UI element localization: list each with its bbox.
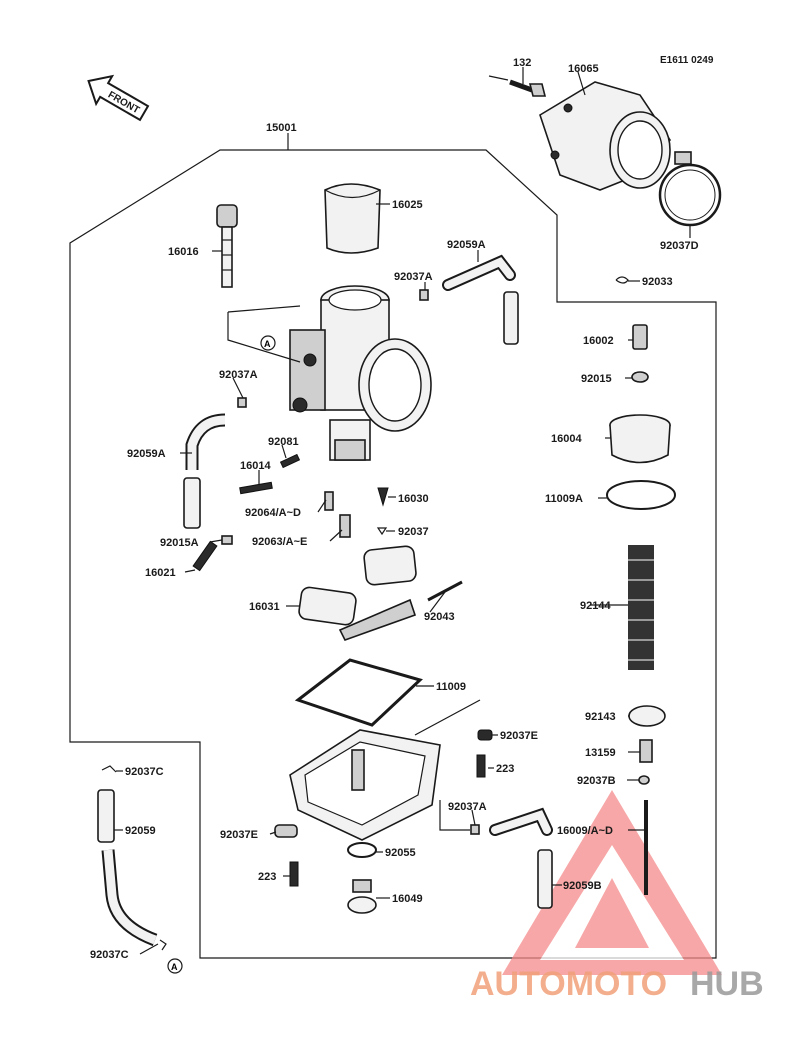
- spring-92081: [279, 453, 301, 469]
- callout-132: 132: [513, 57, 531, 69]
- callout-92143: 92143: [585, 711, 616, 723]
- callout-16030: 16030: [398, 493, 429, 505]
- overflow-hose-92059: [97, 765, 167, 951]
- throttle-slide: [324, 183, 381, 254]
- callout-92081: 92081: [268, 436, 299, 448]
- intake-manifold: [539, 81, 671, 191]
- bolt-132: [509, 79, 547, 97]
- needle-valve-16030: [377, 487, 389, 507]
- callout-16016: 16016: [168, 246, 199, 258]
- callout-15001: 15001: [266, 122, 297, 134]
- callout-16014: 16014: [240, 460, 271, 472]
- callout-92037a-left: 92037A: [219, 369, 258, 381]
- float-bowl: [274, 729, 441, 841]
- watermark-logo: AUTOMOTO HUB: [470, 965, 764, 1003]
- callout-92063: 92063/A~E: [252, 536, 307, 548]
- front-arrow-icon: FRONT: [87, 74, 150, 122]
- callout-92015: 92015: [581, 373, 612, 385]
- callout-92055: 92055: [385, 847, 416, 859]
- float-assembly: [298, 545, 417, 641]
- assembly-boundary: [69, 149, 717, 959]
- leader-lines: [114, 67, 691, 955]
- clip-92037e-r: [477, 729, 493, 741]
- clip-92037: [376, 527, 388, 536]
- clip-92033: [615, 276, 629, 284]
- callout-92144: 92144: [580, 600, 611, 612]
- carburetor-body: [289, 285, 432, 461]
- callout-92037e-r: 92037E: [500, 730, 538, 742]
- watermark-triangle: [502, 790, 722, 975]
- clip-92037a-top: [419, 289, 429, 301]
- callout-92059: 92059: [125, 825, 156, 837]
- jet-92063: [339, 514, 351, 538]
- screw-16014: [239, 481, 273, 495]
- gasket-11009: [294, 658, 423, 727]
- callout-92037a-bot: 92037A: [448, 801, 487, 813]
- oring-92055: [347, 842, 377, 858]
- callout-92059b: 92059B: [563, 880, 602, 892]
- callout-92059a: 92059A: [447, 239, 486, 251]
- callout-92043: 92043: [424, 611, 455, 623]
- callout-92037c-top: 92037C: [125, 766, 164, 778]
- screw-223-l: [289, 861, 299, 887]
- callout-92037e-l: 92037E: [220, 829, 258, 841]
- watermark-part1: AUTOMOTO: [470, 965, 667, 1003]
- callout-92033: 92033: [642, 276, 673, 288]
- callout-11009a: 11009A: [545, 493, 583, 505]
- callout-13159: 13159: [585, 747, 616, 759]
- clip-92037a-bot: [470, 824, 480, 835]
- callout-16021: 16021: [145, 567, 176, 579]
- callout-16009: 16009/A~D: [557, 825, 613, 837]
- seat-92143: [628, 705, 666, 727]
- callout-92037a-top: 92037A: [394, 271, 433, 283]
- callout-16004: 16004: [551, 433, 582, 445]
- callout-92037: 92037: [398, 526, 429, 538]
- callout-92037b: 92037B: [577, 775, 616, 787]
- clip-92037a-left: [237, 397, 247, 408]
- pin-92043: [427, 580, 463, 602]
- screw-16021: [192, 540, 218, 572]
- callout-92037c-bot: 92037C: [90, 949, 129, 961]
- callout-16065: 16065: [568, 63, 599, 75]
- clip-92037b: [638, 775, 650, 785]
- spring-92144: [628, 545, 654, 670]
- hose-92059a-left: [183, 413, 226, 529]
- hose-92059b: [489, 807, 553, 909]
- callout-16049: 16049: [392, 893, 423, 905]
- ref-mark-a-top-label: A: [264, 339, 271, 349]
- callout-92064: 92064/A~D: [245, 507, 301, 519]
- needle-holder-13159: [639, 739, 653, 763]
- ref-mark-a-bot-label: A: [171, 962, 178, 972]
- callout-223-l: 223: [258, 871, 276, 883]
- callout-16002: 16002: [583, 335, 614, 347]
- hose-92059a: [442, 254, 519, 345]
- callout-223-r: 223: [496, 763, 514, 775]
- top-cap-stack: [606, 324, 676, 510]
- drain-plug-16049: [347, 879, 377, 914]
- callout-92059a-left: 92059A: [127, 448, 166, 460]
- callout-labels: 132 16065 15001 16025 16016 92059A 92037…: [90, 57, 699, 961]
- watermark-part2: HUB: [690, 965, 764, 1003]
- callout-92015a: 92015A: [160, 537, 199, 549]
- callout-92037d: 92037D: [660, 240, 699, 252]
- ref-mark-a-bot: [167, 958, 183, 974]
- air-screw: [216, 204, 238, 288]
- drawing-code: E1611 0249: [660, 55, 714, 66]
- washer-92015a: [221, 535, 233, 545]
- callout-11009: 11009: [436, 681, 466, 693]
- callout-16025: 16025: [392, 199, 423, 211]
- ref-mark-a-top: [260, 335, 276, 351]
- callout-16031: 16031: [249, 601, 280, 613]
- screw-223-r: [476, 754, 486, 778]
- jet-92064: [324, 491, 334, 511]
